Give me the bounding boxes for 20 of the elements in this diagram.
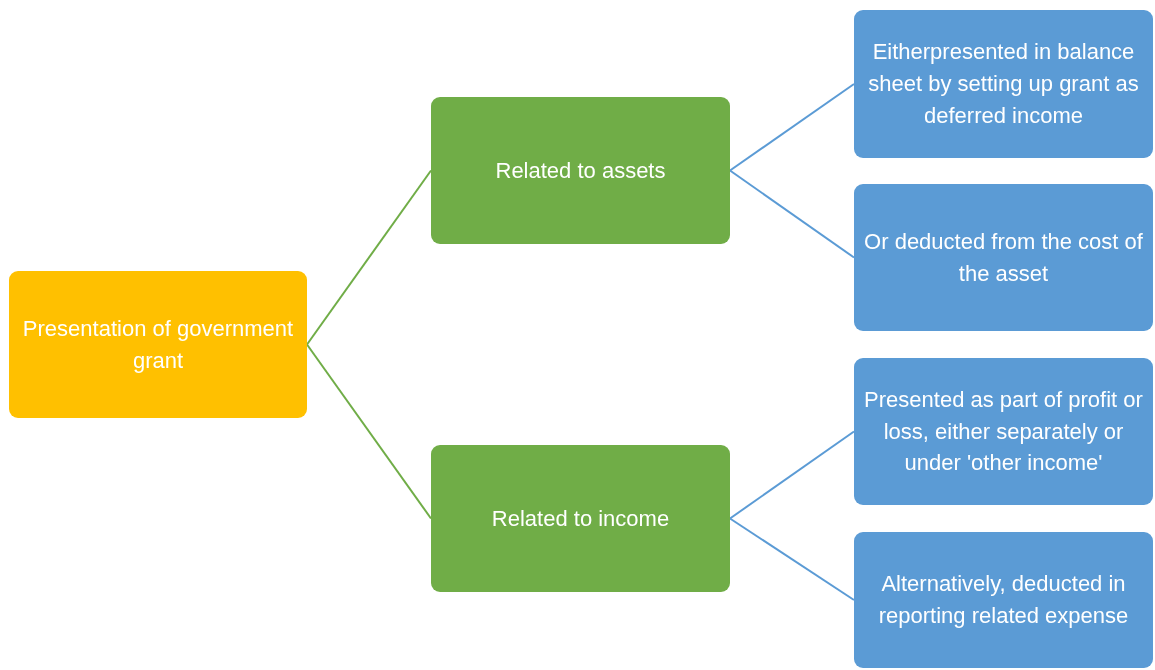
box-label: Presented as part of profit or loss, either separately or under 'other income' — [864, 385, 1143, 478]
process-box — [854, 532, 1153, 668]
box-label: Related to assets — [495, 156, 666, 185]
connector-line — [306, 343, 432, 520]
process-box — [854, 10, 1153, 158]
box-label: Related to income — [491, 504, 670, 533]
connector-line — [729, 517, 855, 601]
box-label: Or deducted from the cost of the asset — [864, 227, 1143, 288]
process-box — [431, 97, 730, 244]
process-box — [854, 358, 1153, 505]
box-label: Alternatively, deducted in reporting related expense — [877, 570, 1130, 630]
process-box — [9, 271, 307, 418]
process-box — [431, 445, 730, 592]
box-label: Eitherpresented in balance sheet by setting up grant as deferred income — [867, 38, 1140, 130]
box-label: Presentation of government grant — [21, 314, 295, 375]
connector-line — [729, 83, 855, 172]
connector-line — [729, 430, 855, 520]
process-box — [854, 184, 1153, 331]
connector-line — [306, 169, 432, 346]
connector-line — [729, 169, 855, 259]
